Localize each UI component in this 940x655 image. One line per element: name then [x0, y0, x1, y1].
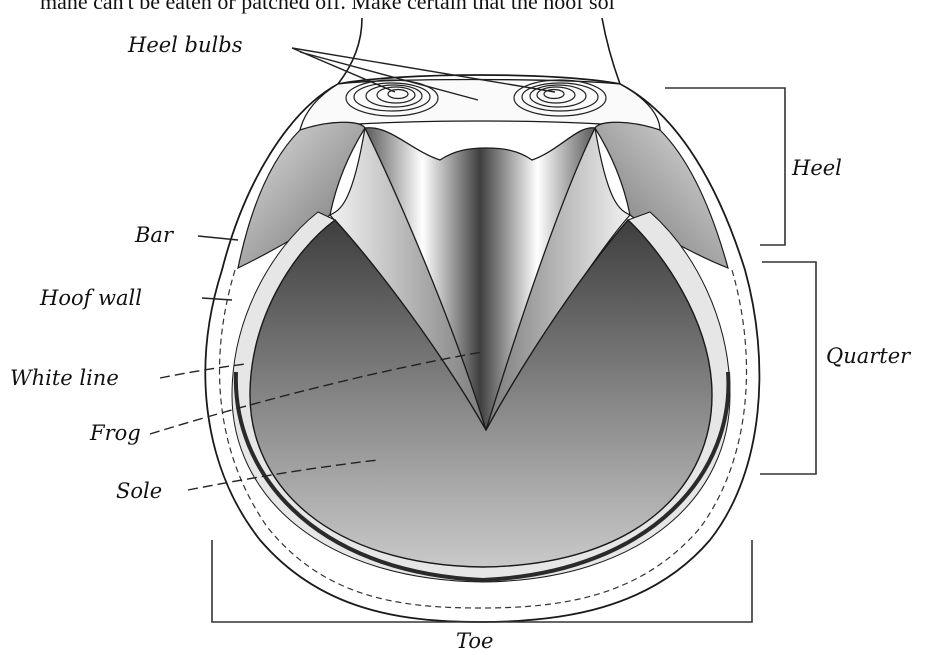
- label-sole: Sole: [116, 479, 162, 503]
- leg-outline-left: [338, 18, 362, 84]
- label-white-line: White line: [10, 366, 119, 390]
- bracket-quarter: [760, 262, 816, 474]
- label-heel-bulbs: Heel bulbs: [127, 33, 243, 57]
- leg-outline-right: [602, 18, 620, 84]
- top-caption: mane can't be eaten or patched off. Make…: [40, 0, 615, 14]
- label-bar: Bar: [134, 223, 175, 247]
- label-frog: Frog: [89, 421, 141, 445]
- label-toe: Toe: [456, 629, 493, 650]
- label-hoof-wall: Hoof wall: [39, 286, 142, 310]
- label-heel: Heel: [791, 156, 842, 180]
- label-quarter: Quarter: [826, 344, 912, 368]
